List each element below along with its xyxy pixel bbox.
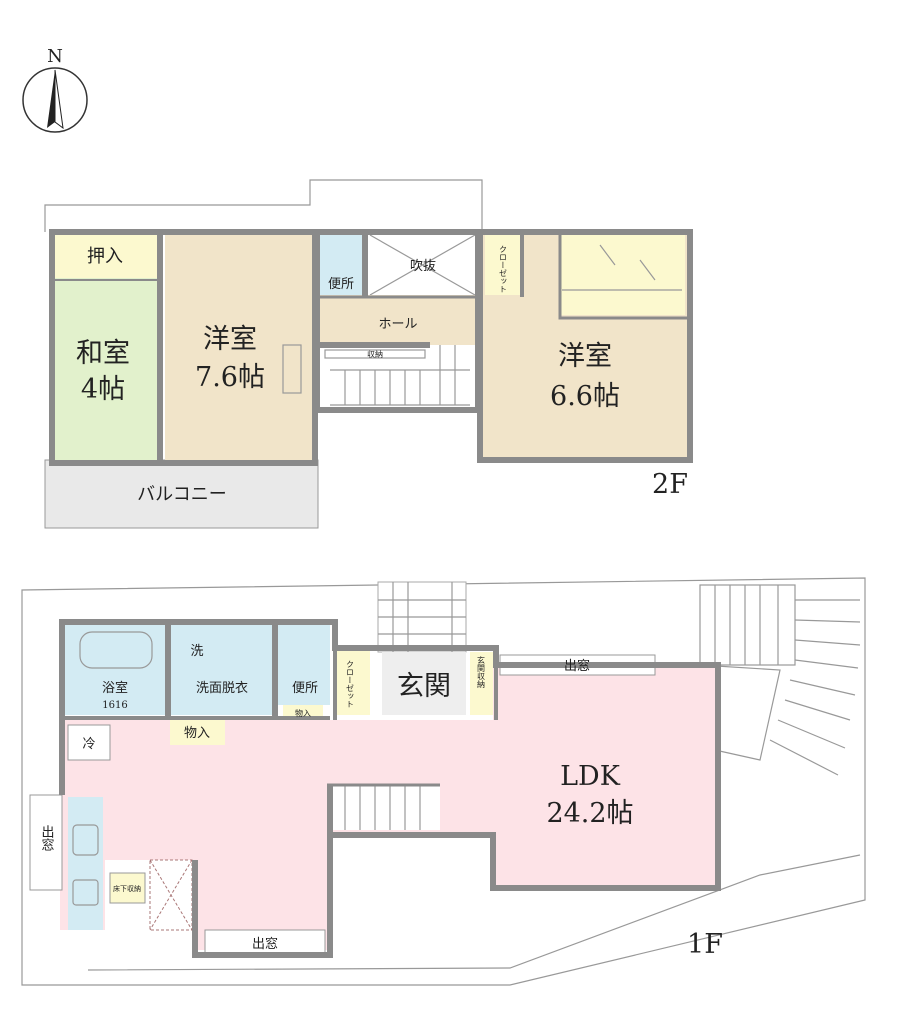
underfloor-label: 床下収納 bbox=[113, 884, 141, 893]
sink-icon bbox=[72, 824, 99, 856]
youshitsu2-name: 洋室 bbox=[558, 341, 612, 372]
genkan-storage bbox=[470, 652, 493, 715]
floor-2f-label: 2F bbox=[652, 469, 688, 500]
kitchen-counter bbox=[68, 797, 103, 930]
outdoor-stairs bbox=[699, 584, 861, 776]
bath-size: 1616 bbox=[102, 700, 127, 711]
closet-1f-label: クローゼット bbox=[346, 660, 355, 708]
stove-icon bbox=[72, 879, 99, 906]
ldk-size: 24.2帖 bbox=[546, 798, 633, 829]
storage-2-label: 物入 bbox=[295, 708, 311, 718]
storage-2f-label: 収納 bbox=[367, 349, 383, 359]
bath bbox=[65, 625, 165, 715]
bay-window-bottom bbox=[204, 929, 326, 956]
compass-label: N bbox=[47, 46, 63, 67]
ldk-name: LDK bbox=[560, 761, 621, 792]
oshiire bbox=[55, 235, 158, 278]
storage-1 bbox=[170, 720, 225, 745]
compass-north-icon: N bbox=[22, 46, 88, 133]
underfloor-storage bbox=[109, 872, 146, 904]
washer-label: 洗 bbox=[190, 644, 203, 659]
balcony-label: バルコニー bbox=[137, 484, 227, 505]
washroom bbox=[170, 625, 272, 715]
youshitsu1-name: 洋室 bbox=[203, 324, 257, 355]
youshitsu-7-6 bbox=[165, 235, 315, 460]
toilet-1f-label: 便所 bbox=[292, 681, 318, 696]
closet-2f-label: クローゼット bbox=[499, 245, 508, 293]
fukinuke-label: 吹抜 bbox=[410, 258, 436, 274]
stairs-1f bbox=[330, 785, 440, 830]
genkan-storage-label: 玄関収納 bbox=[477, 655, 486, 689]
floor-2f: 押入 和室 4帖 洋室 7.6帖 便所 吹抜 ホール 収納 クローゼット 洋室 … bbox=[44, 179, 693, 529]
washroom-label: 洗面脱衣 bbox=[196, 680, 248, 696]
hall-label: ホール bbox=[378, 317, 417, 332]
bath-name: 浴室 bbox=[102, 680, 128, 696]
bay-window-bottom-label: 出窓 bbox=[252, 936, 278, 952]
genkan-label: 玄関 bbox=[397, 671, 451, 702]
fridge bbox=[67, 724, 111, 761]
stairs-2f bbox=[320, 345, 475, 410]
toilet-2f-label: 便所 bbox=[328, 277, 354, 292]
hall bbox=[320, 295, 475, 345]
bay-window-left bbox=[29, 794, 63, 891]
toilet-1f bbox=[278, 625, 330, 705]
closet-2f-small bbox=[485, 235, 520, 295]
genkan bbox=[382, 652, 466, 715]
youshitsu2-size: 6.6帖 bbox=[550, 381, 620, 412]
fridge-label: 冷 bbox=[82, 737, 95, 752]
closet-2f bbox=[560, 235, 685, 315]
storage-1-label: 物入 bbox=[184, 726, 210, 741]
bay-window-top-label: 出窓 bbox=[564, 658, 590, 674]
oshiire-label: 押入 bbox=[87, 246, 123, 267]
floor-1f-label: 1F bbox=[687, 929, 723, 960]
washitsu-name: 和室 bbox=[76, 338, 130, 369]
floor-1f: 浴室 1616 洗 洗面脱衣 便所 クローゼット 玄関 玄関収納 出窓 出窓 出… bbox=[21, 577, 866, 986]
closet-1f bbox=[337, 650, 370, 715]
washitsu-size: 4帖 bbox=[81, 374, 125, 405]
youshitsu1-size: 7.6帖 bbox=[195, 362, 265, 393]
bay-window-left-label: 出窓 bbox=[39, 825, 55, 851]
toilet-2f bbox=[320, 235, 363, 295]
